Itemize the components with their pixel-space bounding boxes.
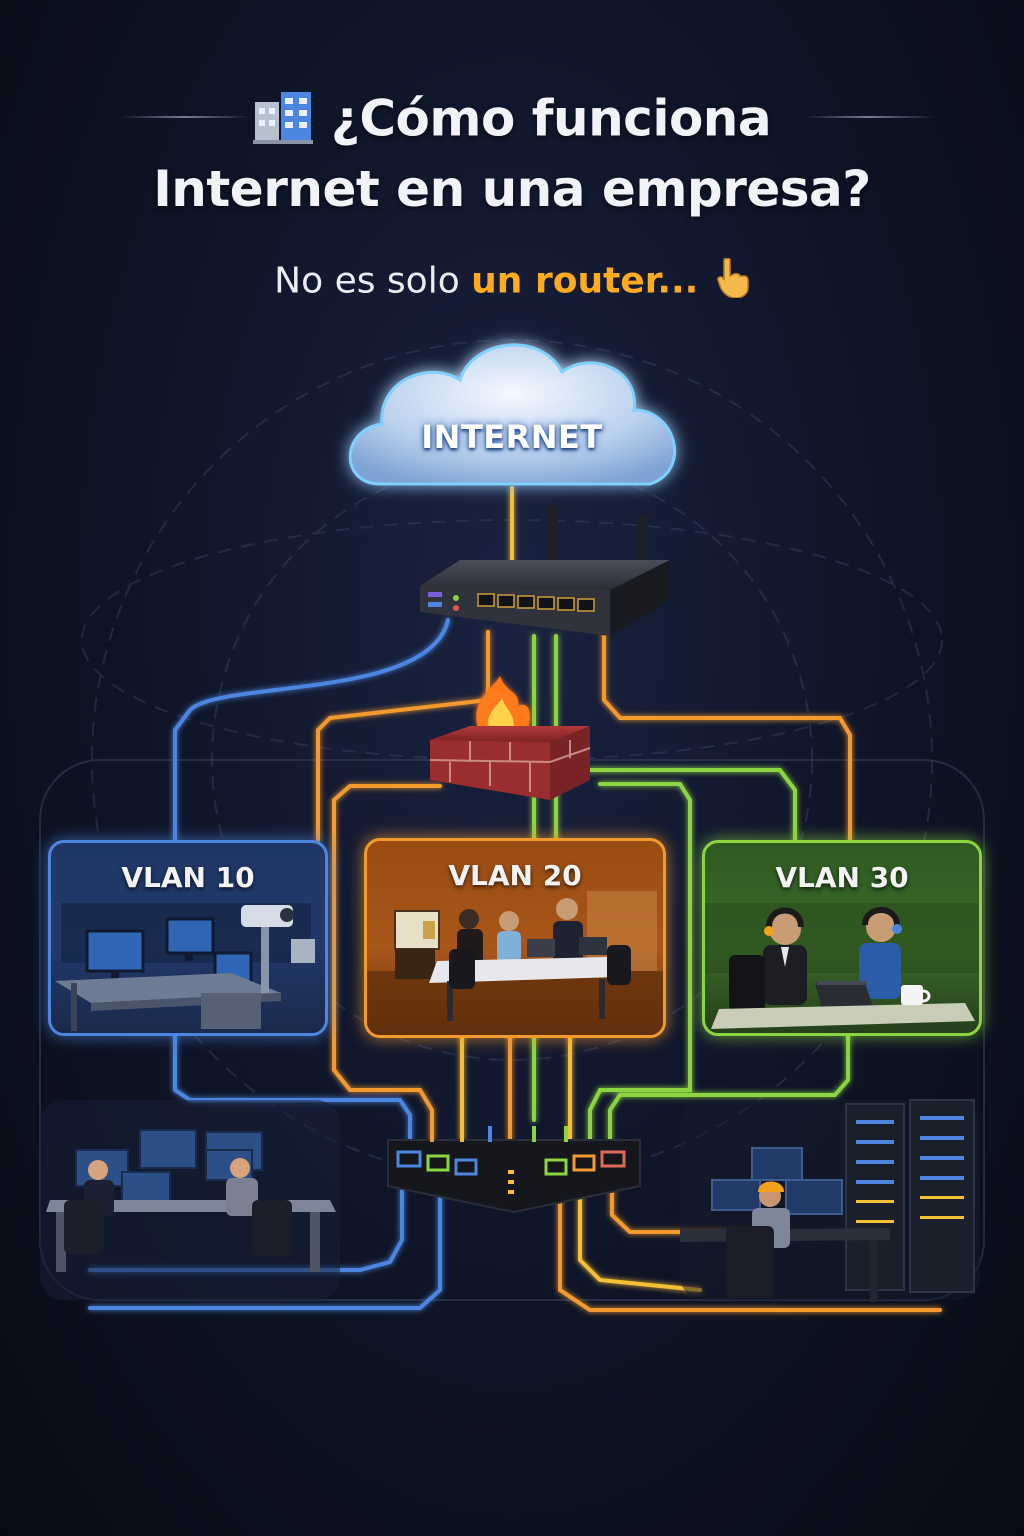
vlan30-switch-line	[608, 1028, 850, 1142]
title-line-2: Internet en una empresa?	[153, 160, 871, 218]
router-vlan20-line	[316, 630, 490, 842]
internet-cloud	[348, 343, 677, 486]
pointing-down-hand-icon	[716, 257, 750, 307]
call-center-scene	[705, 903, 979, 1029]
lower-left-office-scene	[40, 1100, 340, 1300]
office-building-icon	[252, 88, 317, 156]
title-text-1: ¿Cómo funciona	[330, 89, 772, 148]
subtitle-plain: No es solo	[274, 260, 472, 302]
meeting-room-scene	[367, 891, 663, 1035]
switch-lowerright-line-2	[558, 1194, 942, 1312]
vlan-10-panel: VLAN 10	[48, 840, 328, 1036]
title-rule-right	[804, 116, 934, 118]
vlan-20-panel: VLAN 20	[364, 838, 666, 1038]
green-side-line	[588, 782, 692, 1142]
router-vlan10-line	[173, 618, 450, 842]
switch-lowerright-line-1	[578, 1194, 702, 1292]
vlan-20-label: VLAN 20	[448, 859, 582, 892]
router-vlan30-line	[602, 630, 852, 842]
router-icon	[420, 505, 670, 636]
firewall-icon	[429, 676, 591, 800]
lower-right-server-scene	[680, 1099, 980, 1302]
title-rule-left	[120, 116, 250, 118]
firewall-vlan30-line	[586, 768, 797, 842]
subtitle-accent: un router...	[471, 260, 699, 302]
switch-lowerleft-line-2	[88, 1194, 442, 1310]
network-switch-icon	[387, 1126, 641, 1214]
subtitle: No es solo un router...	[0, 257, 1024, 307]
vlan-30-label: VLAN 30	[775, 861, 909, 894]
office-workstations-scene	[55, 903, 315, 1031]
internet-label: INTERNET	[421, 418, 603, 456]
firewall-loop-line	[332, 784, 442, 1142]
vlan-30-panel: VLAN 30	[702, 840, 982, 1036]
vlan-10-label: VLAN 10	[121, 861, 255, 894]
title-line-1: ¿Cómo funciona	[0, 88, 1024, 156]
